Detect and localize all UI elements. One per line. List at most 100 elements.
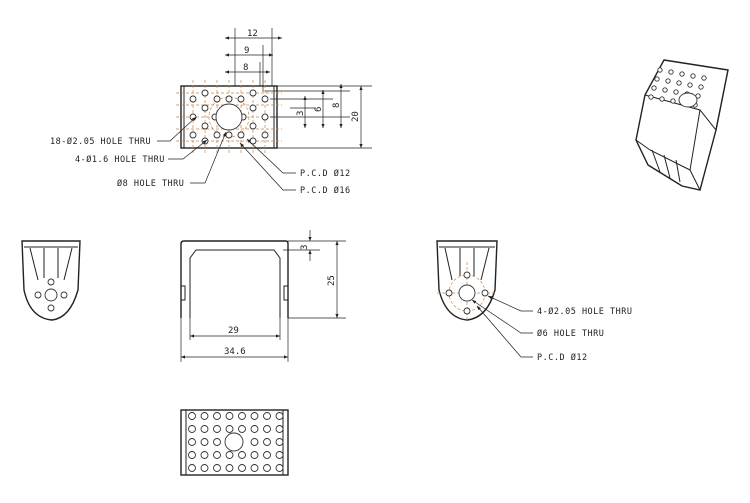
hole	[189, 131, 197, 139]
hole	[250, 438, 259, 446]
hole	[200, 438, 209, 446]
hole	[189, 95, 197, 103]
top-view: 12 9 8 3 6 8 20 18-Ø2.05 HOLE THRU 4-Ø1.…	[50, 28, 372, 196]
hole	[213, 451, 221, 459]
hole	[201, 104, 209, 112]
right-side-view: 4-Ø2.05 HOLE THRU Ø6 HOLE THRU P.C.D Ø12	[436, 240, 633, 363]
hole	[275, 451, 284, 459]
hole	[659, 96, 665, 102]
hole	[188, 412, 196, 420]
hole	[651, 85, 657, 91]
hole	[263, 438, 271, 446]
hole	[654, 76, 660, 82]
hole	[662, 87, 668, 93]
callout-4-holes: 4-Ø1.6 HOLE THRU	[75, 154, 165, 165]
dim-9: 9	[244, 46, 249, 56]
hole	[213, 425, 221, 433]
hole	[665, 78, 671, 84]
hole	[225, 425, 234, 433]
hole	[188, 425, 196, 433]
center-hole	[215, 103, 243, 131]
hole	[213, 95, 221, 103]
callout-side-center-hole: Ø6 HOLE THRU	[537, 328, 604, 339]
hole	[200, 412, 209, 420]
hole	[673, 89, 679, 95]
hole	[213, 412, 221, 420]
hole	[188, 464, 196, 472]
hole	[249, 104, 257, 112]
hole	[249, 122, 257, 130]
hole	[213, 131, 221, 139]
hole	[263, 425, 271, 433]
callout-pcd-12: P.C.D Ø12	[300, 168, 351, 179]
hole	[188, 451, 196, 459]
hole	[200, 451, 209, 459]
isometric-view	[635, 59, 729, 191]
hole	[275, 412, 284, 420]
hole	[201, 89, 209, 97]
hole	[250, 425, 259, 433]
dim-12: 12	[247, 29, 258, 39]
hole	[238, 412, 246, 420]
dim-34-6: 34.6	[224, 347, 246, 357]
hole	[698, 84, 704, 90]
hole	[261, 131, 269, 139]
dim-20: 20	[351, 111, 361, 122]
hole	[225, 95, 233, 103]
hole	[676, 80, 682, 86]
hole	[213, 438, 221, 446]
hole	[275, 425, 284, 433]
left-side-view	[21, 240, 81, 321]
callout-pcd-16: P.C.D Ø16	[300, 185, 351, 196]
callout-side-4-holes: 4-Ø2.05 HOLE THRU	[537, 306, 633, 317]
hole	[225, 451, 234, 459]
hole	[263, 451, 271, 459]
hole	[670, 98, 676, 104]
hole	[200, 425, 209, 433]
hole	[213, 464, 221, 472]
hole	[250, 412, 259, 420]
dim-3: 3	[296, 111, 306, 116]
hole	[657, 67, 663, 73]
hole	[237, 95, 245, 103]
hole	[238, 425, 246, 433]
hole	[687, 82, 693, 88]
hole	[668, 69, 674, 75]
hole	[201, 122, 209, 130]
dim-lip-3: 3	[300, 245, 310, 250]
hole	[238, 464, 246, 472]
hole	[690, 73, 696, 79]
callout-side-pcd-12: P.C.D Ø12	[537, 352, 588, 363]
hole	[250, 451, 259, 459]
dim-29: 29	[228, 326, 239, 336]
dim-25: 25	[327, 275, 337, 286]
hole	[261, 95, 269, 103]
hole	[261, 113, 269, 121]
callout-center-hole: Ø8 HOLE THRU	[117, 178, 184, 189]
center-hole	[678, 92, 698, 108]
hole	[225, 412, 234, 420]
front-view: 3 25 29 34.6	[180, 230, 346, 362]
hole	[225, 464, 234, 472]
hole	[225, 131, 233, 139]
hole	[275, 438, 284, 446]
hole	[238, 451, 246, 459]
hole	[679, 71, 685, 77]
hole	[249, 89, 257, 97]
hole	[200, 464, 209, 472]
dim-6: 6	[314, 107, 324, 112]
bottom-view	[180, 409, 289, 476]
hole	[648, 94, 654, 100]
dim-8-vertical: 8	[332, 103, 342, 108]
hole	[275, 464, 284, 472]
hole	[701, 75, 707, 81]
callout-18-holes: 18-Ø2.05 HOLE THRU	[50, 136, 151, 147]
hole	[189, 113, 197, 121]
hole	[263, 412, 271, 420]
hole	[237, 131, 245, 139]
dim-8: 8	[243, 63, 248, 73]
hole	[250, 464, 259, 472]
hole	[188, 438, 196, 446]
hole	[263, 464, 271, 472]
